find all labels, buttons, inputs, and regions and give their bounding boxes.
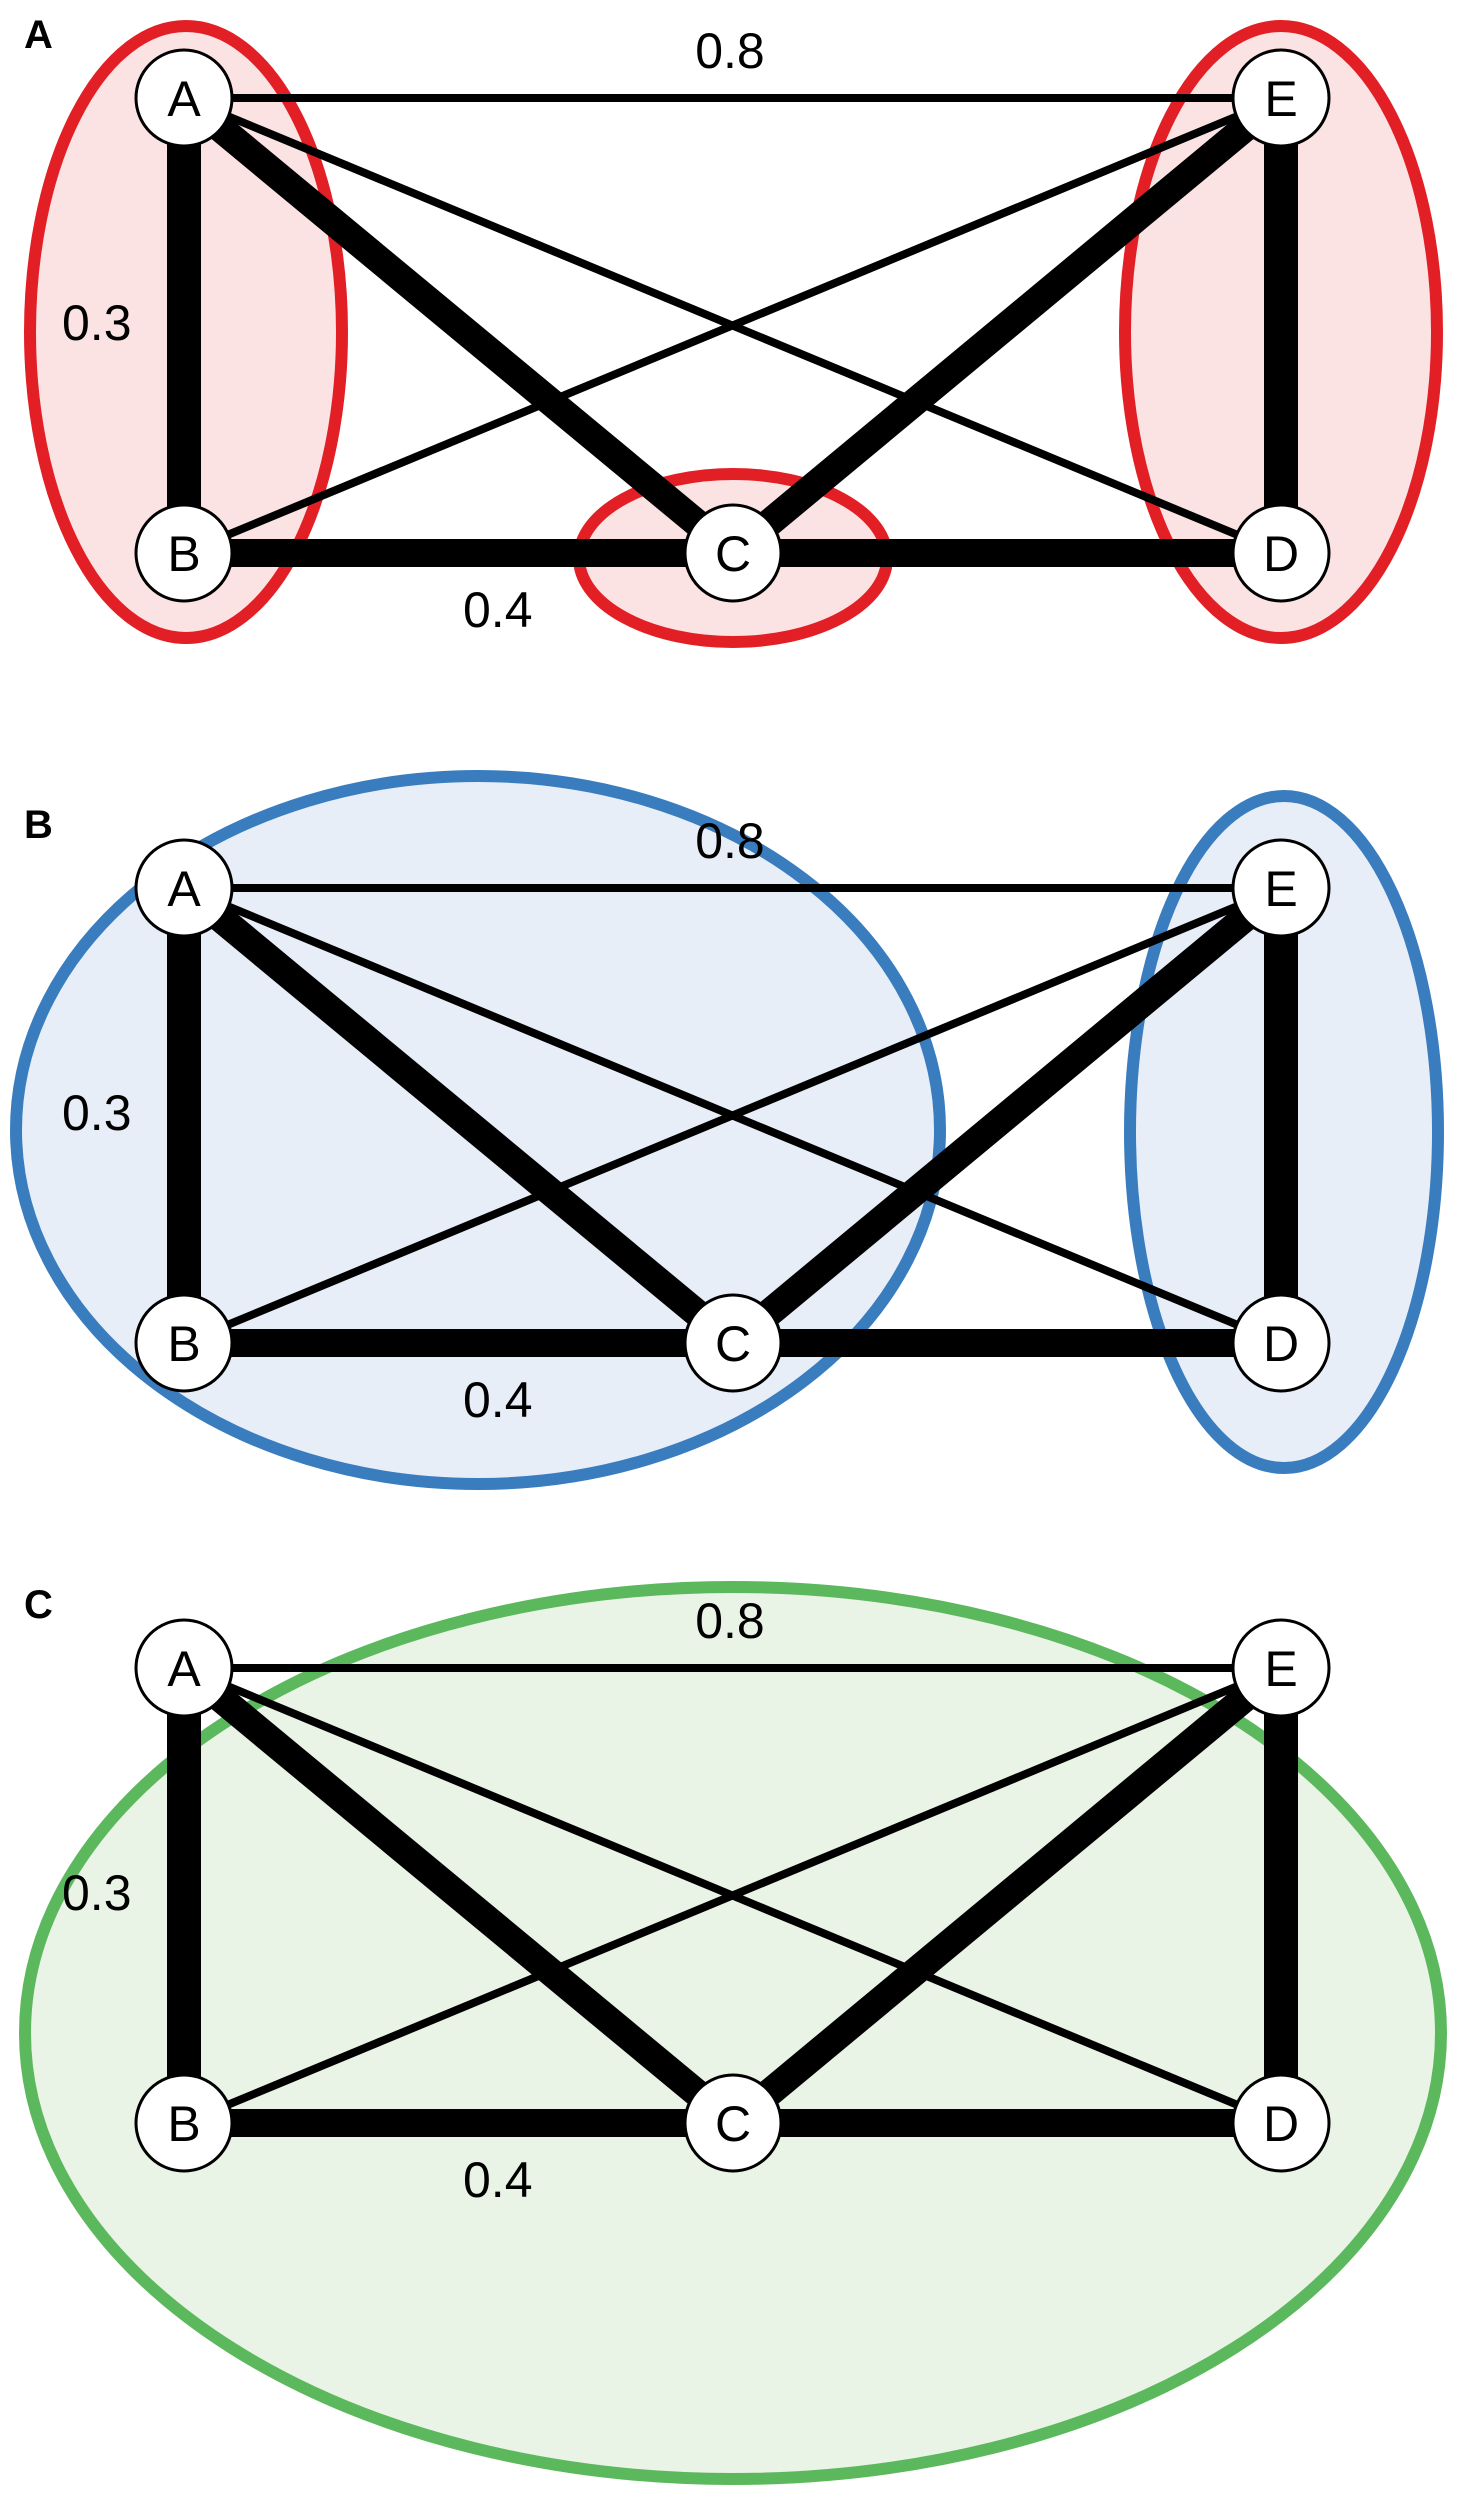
- edge-label: 0.4: [463, 2152, 533, 2208]
- node-circle: [683, 503, 783, 603]
- node-label: E: [1264, 861, 1297, 917]
- node-label: A: [167, 861, 201, 917]
- node-label: E: [1264, 71, 1297, 127]
- node-e: E: [1231, 48, 1331, 148]
- node-circle: [1231, 1618, 1331, 1718]
- node-label: B: [167, 1316, 200, 1372]
- node-a: A: [134, 48, 234, 148]
- edge-e-c: [724, 1657, 1290, 2134]
- edge-label: 0.4: [463, 582, 533, 638]
- node-e: E: [1231, 1618, 1331, 1718]
- node-b: B: [134, 503, 234, 603]
- node-group: A B C D E: [134, 48, 1331, 603]
- panel-label: C: [24, 1583, 53, 1627]
- node-label: A: [167, 71, 201, 127]
- cluster-abcde: [19, 1581, 1447, 2485]
- node-label: C: [715, 1316, 751, 1372]
- node-label: B: [167, 2096, 200, 2152]
- edge-e-b: [182, 1664, 1283, 2127]
- node-group: A B C D E: [134, 838, 1331, 1393]
- node-circle: [134, 2073, 234, 2173]
- node-label: B: [167, 526, 200, 582]
- edge-e-b: [182, 884, 1283, 1347]
- edge-label: 0.8: [695, 1593, 765, 1649]
- node-circle: [1231, 838, 1331, 938]
- node-e: E: [1231, 838, 1331, 938]
- edge-label: 0.3: [62, 1085, 132, 1141]
- node-label: D: [1263, 2096, 1299, 2152]
- node-label: D: [1263, 1316, 1299, 1372]
- node-c: C: [683, 2073, 783, 2173]
- node-circle: [1231, 48, 1331, 148]
- node-group: A B C D E: [134, 1618, 1331, 2173]
- node-d: D: [1231, 2073, 1331, 2173]
- node-circle: [134, 48, 234, 148]
- edge-label: 0.8: [695, 23, 765, 79]
- node-label: A: [167, 1641, 201, 1697]
- node-circle: [1231, 503, 1331, 603]
- node-circle: [683, 1293, 783, 1393]
- panel-b: B 0.8 0.3 0.4 A B C D E: [10, 770, 1444, 1490]
- edge-e-b: [182, 94, 1283, 557]
- node-circle: [683, 2073, 783, 2173]
- node-c: C: [683, 503, 783, 603]
- panel-label: B: [24, 803, 53, 847]
- node-circle: [134, 1618, 234, 1718]
- edge-a-c: [175, 1657, 742, 2134]
- node-circle: [134, 1293, 234, 1393]
- node-d: D: [1231, 503, 1331, 603]
- node-label: C: [715, 2096, 751, 2152]
- edge-label: 0.3: [62, 1865, 132, 1921]
- edge-label: 0.4: [463, 1372, 533, 1428]
- node-d: D: [1231, 1293, 1331, 1393]
- panel-label: A: [24, 13, 53, 57]
- node-a: A: [134, 1618, 234, 1718]
- edge-a-c: [175, 87, 742, 564]
- edge-e-c: [724, 87, 1290, 564]
- node-circle: [1231, 1293, 1331, 1393]
- edge-label: 0.8: [695, 813, 765, 869]
- node-circle: [134, 838, 234, 938]
- edge-group: [167, 877, 1298, 1357]
- node-circle: [134, 503, 234, 603]
- edge-label: 0.3: [62, 295, 132, 351]
- panel-c: C 0.8 0.3 0.4 A B C D E: [19, 1581, 1447, 2485]
- node-circle: [1231, 2073, 1331, 2173]
- edge-group: [167, 1657, 1298, 2137]
- panel-a: A 0.8 0.3 0.4 A B C D E: [24, 13, 1443, 648]
- node-b: B: [134, 2073, 234, 2173]
- edge-group: [167, 87, 1298, 567]
- cluster-group: [19, 1581, 1447, 2485]
- node-label: E: [1264, 1641, 1297, 1697]
- node-label: C: [715, 526, 751, 582]
- edge-e-c: [724, 877, 1290, 1354]
- node-b: B: [134, 1293, 234, 1393]
- node-a: A: [134, 838, 234, 938]
- edge-a-c: [175, 877, 742, 1354]
- node-label: D: [1263, 526, 1299, 582]
- node-c: C: [683, 1293, 783, 1393]
